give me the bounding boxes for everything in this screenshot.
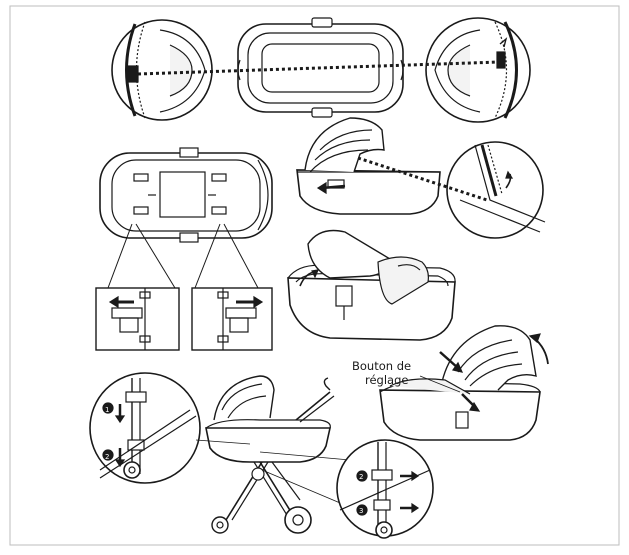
zoom-circle-bottom-right (336, 439, 434, 539)
carrycot-open (287, 229, 456, 341)
zoom-circle-hood (446, 141, 546, 239)
carrycot-underside (99, 147, 273, 243)
dotted-link-hood (357, 156, 488, 202)
detail-box-left (95, 287, 180, 351)
stroller-with-carrycot (205, 375, 335, 534)
zoom-circle-bottom-left (89, 372, 201, 484)
step-3-number: 3 (359, 507, 363, 515)
page-border (9, 5, 620, 546)
detail-box-right (191, 287, 273, 351)
callout-lines (107, 223, 259, 289)
zoom-circle-top-left (111, 19, 213, 121)
carrycot-hood-side (296, 117, 441, 215)
carrycot-backrest (379, 325, 549, 441)
zoom-circle-top-right (425, 17, 531, 123)
step-2b-number: 2 (359, 473, 363, 481)
adjust-button-label-line1: Bouton de (352, 359, 411, 373)
step-2-number: 2 (105, 453, 109, 461)
dotted-link-top (137, 60, 501, 76)
adjust-button-label-line2: réglage (365, 373, 408, 387)
zoom-links-bottom (195, 439, 353, 509)
step-1-number: 1 (105, 406, 109, 414)
